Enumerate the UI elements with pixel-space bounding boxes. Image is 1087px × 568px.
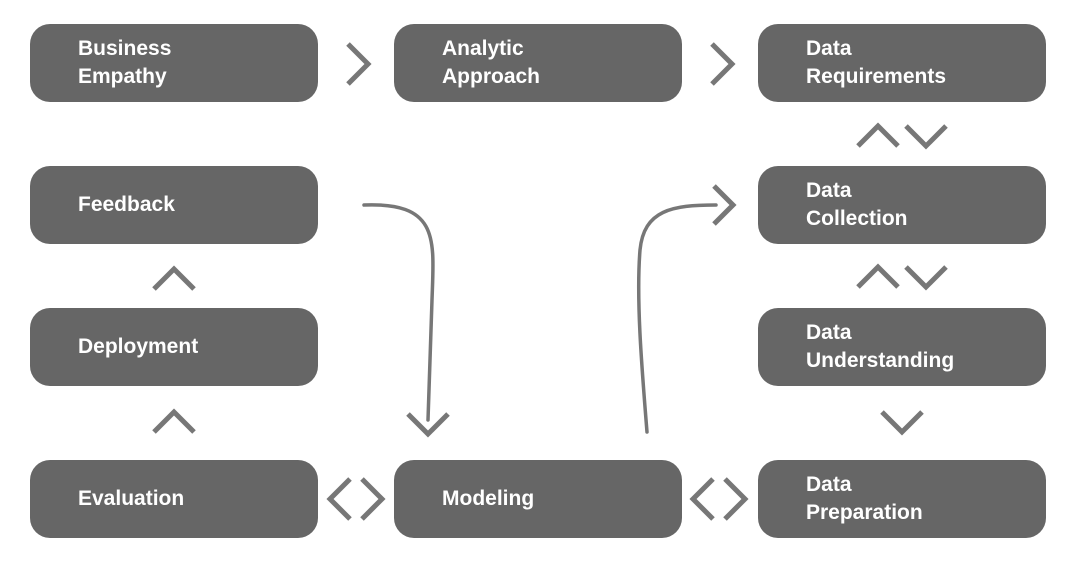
step-business-empathy: Business Empathy <box>30 24 318 102</box>
step-evaluation: Evaluation <box>30 460 318 538</box>
step-label-line: Analytic <box>442 37 524 60</box>
step-data-collection: Data Collection <box>758 166 1046 244</box>
modeling-to-data-collection-arrow <box>636 203 718 434</box>
step-analytic-approach: Analytic Approach <box>394 24 682 102</box>
step-label-line: Data <box>806 179 852 202</box>
step-label-line: Requirements <box>806 65 947 88</box>
chevron-left-icon <box>689 477 715 521</box>
chevron-right-icon <box>712 184 737 226</box>
chevron-right-icon <box>710 42 736 86</box>
step-modeling: Modeling <box>394 460 682 538</box>
step-deployment: Deployment <box>30 308 318 386</box>
chevron-right-icon <box>346 42 372 86</box>
step-label-line: Collection <box>806 207 908 230</box>
chevron-up-icon <box>856 263 900 289</box>
step-label-line: Empathy <box>78 65 167 88</box>
chevron-up-icon <box>856 122 900 148</box>
step-label-line: Deployment <box>78 335 199 358</box>
step-label-line: Business <box>78 37 172 60</box>
step-feedback: Feedback <box>30 166 318 244</box>
chevron-down-icon <box>406 412 450 438</box>
chevron-right-icon <box>360 477 386 521</box>
step-label-line: Modeling <box>442 487 535 510</box>
chevron-down-icon <box>904 124 948 150</box>
step-label-line: Evaluation <box>78 487 185 510</box>
chevron-up-icon <box>152 408 196 434</box>
chevron-down-icon <box>880 410 924 436</box>
step-label-line: Feedback <box>78 193 175 216</box>
chevron-right-icon <box>723 477 749 521</box>
feedback-to-modeling-arrow <box>362 203 435 422</box>
step-label-line: Preparation <box>806 501 923 524</box>
step-data-requirements: Data Requirements <box>758 24 1046 102</box>
chevron-up-icon <box>152 265 196 291</box>
step-data-understanding: Data Understanding <box>758 308 1046 386</box>
chevron-left-icon <box>326 477 352 521</box>
step-data-preparation: Data Preparation <box>758 460 1046 538</box>
step-label-line: Data <box>806 321 852 344</box>
step-label-line: Approach <box>442 65 541 88</box>
step-label-line: Understanding <box>806 349 955 372</box>
chevron-down-icon <box>904 265 948 291</box>
step-label-line: Data <box>806 473 852 496</box>
step-label-line: Data <box>806 37 852 60</box>
